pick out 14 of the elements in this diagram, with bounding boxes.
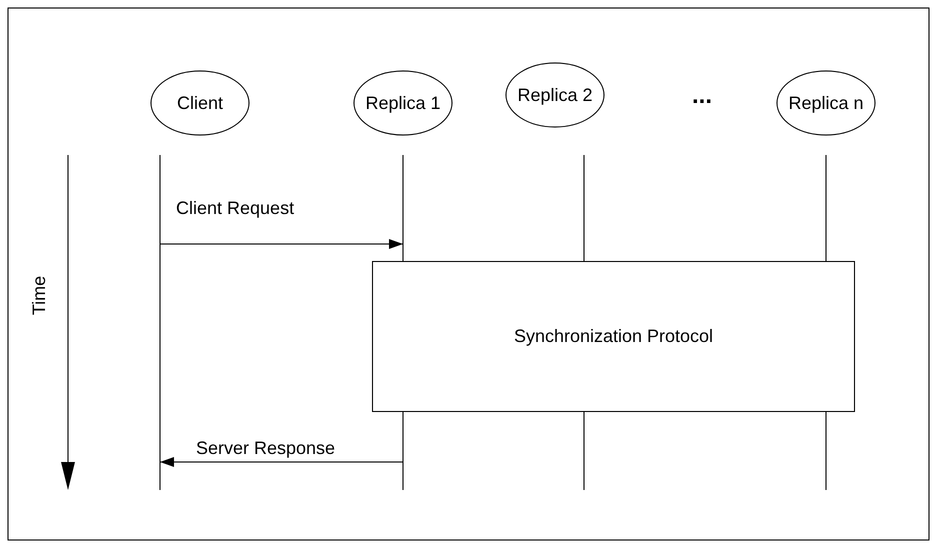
protocol-box — [372, 261, 855, 412]
participant-with-lifeline — [776, 70, 876, 490]
node-label: Replica n — [788, 92, 864, 114]
edge-label: Client Request — [176, 198, 294, 219]
axis-label: Time — [29, 276, 50, 316]
node-label: Synchronization Protocol — [514, 326, 714, 347]
node-label: Replica 2 — [517, 84, 593, 106]
ellipsis-text: ... — [692, 82, 712, 110]
message-arrow — [160, 457, 404, 467]
edge-label: Server Response — [196, 438, 336, 459]
message-arrow — [160, 239, 404, 249]
node-label: Client — [176, 92, 224, 114]
participant-with-lifeline — [353, 70, 453, 490]
node-label: Replica 1 — [365, 92, 441, 114]
